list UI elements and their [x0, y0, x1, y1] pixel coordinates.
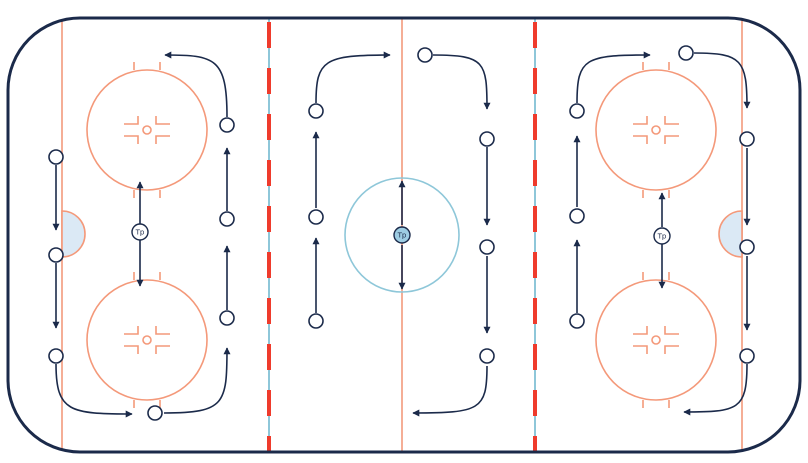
path-left-curve-top [164, 51, 228, 118]
faceoff-circle-top-left [86, 62, 208, 198]
player-marker [219, 211, 235, 227]
rink-markings [61, 18, 743, 452]
player-marker [569, 313, 585, 329]
tp-label-left: Tp [135, 229, 145, 237]
rink-boards [6, 16, 802, 454]
tp-marker-icon [653, 227, 671, 245]
player-marker [569, 208, 585, 224]
path-neutral-curve-top [315, 51, 391, 104]
player-marker [48, 348, 64, 364]
path-right-curve-top-right [693, 52, 751, 109]
path-neutral-curve-bottom [412, 365, 488, 417]
player-marker [308, 209, 324, 225]
player-marker [479, 348, 495, 364]
player-marker [147, 405, 163, 421]
tp-marker-left: Tp [131, 223, 149, 241]
tp-marker-icon [131, 223, 149, 241]
drill-paths [52, 51, 751, 418]
faceoff-circle-top-right [595, 62, 717, 198]
player-marker [678, 45, 694, 61]
player-marker [308, 103, 324, 119]
path-right-curve-top [576, 51, 651, 104]
player-marker [479, 131, 495, 147]
faceoff-circle-bottom-left [86, 272, 208, 408]
player-marker [739, 348, 755, 364]
player-marker [739, 239, 755, 255]
player-marker [48, 149, 64, 165]
player-marker [48, 247, 64, 263]
path-neutral-curve-top-right [432, 54, 491, 110]
tp-marker-center: Tp [393, 226, 411, 244]
player-marker [739, 131, 755, 147]
path-left-curve-bottom [55, 363, 133, 418]
player-marker [417, 47, 433, 63]
path-right-curve-bottom [683, 363, 748, 416]
center-faceoff-circle [344, 177, 460, 293]
players [48, 45, 755, 421]
path-left-curve-bottom-right [163, 347, 231, 414]
tp-marker-icon [393, 226, 411, 244]
goal-crease-left [61, 210, 86, 258]
player-marker [219, 117, 235, 133]
tp-label-right: Tp [657, 233, 667, 241]
player-marker [479, 239, 495, 255]
player-marker [308, 313, 324, 329]
goal-crease-right [718, 210, 743, 258]
tp-marker-right: Tp [653, 227, 671, 245]
player-marker [569, 103, 585, 119]
tp-label-center: Tp [397, 232, 407, 240]
player-marker [219, 310, 235, 326]
faceoff-circle-bottom-right [595, 272, 717, 408]
